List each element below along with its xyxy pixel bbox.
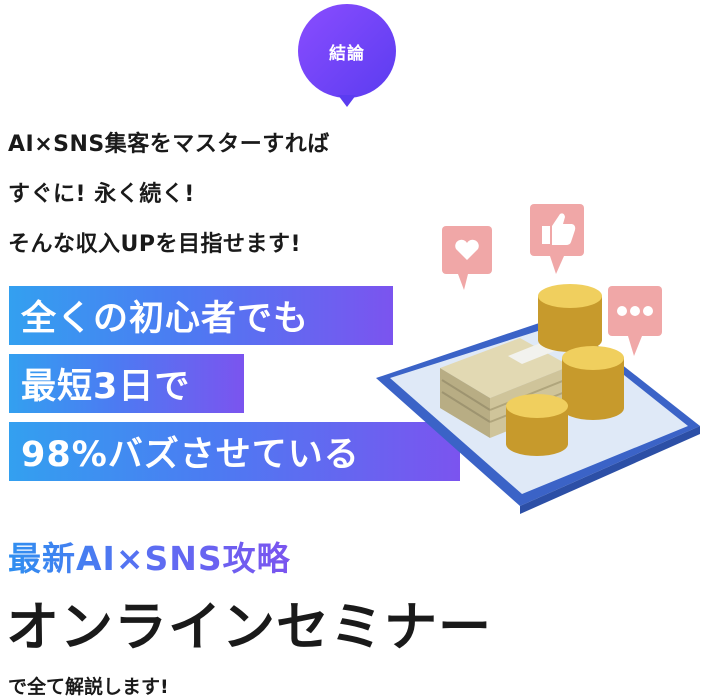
heart-icon [442,226,492,290]
badge-tail [338,95,356,107]
sns-income-illustration [376,204,700,514]
intro-line-3: そんな収入UPを目指せます! [8,232,302,257]
highlight-buzz-text: 98%バズさせている [21,435,360,475]
highlight-beginner: 全くの初心者でも [9,286,393,345]
coin-stack-icon [506,284,624,456]
highlight-buzz: 98%バズさせている [9,422,460,481]
seminar-subtitle: 最新AI×SNS攻略 [8,532,291,580]
badge-label: 結論 [329,43,365,64]
intro-line-1: AI×SNS集客をマスターすれば [8,132,330,157]
seminar-title: オンラインセミナー [6,597,492,658]
intro-line-2: すぐに! 永く続く! [8,182,195,207]
highlight-beginner-text: 全くの初心者でも [21,299,310,339]
thumbs-up-icon [530,204,584,274]
highlight-shortest-text: 最短3日で [21,367,191,407]
chat-bubble-icon [608,286,662,356]
conclusion-badge: 結論 [298,4,396,98]
seminar-tail: で全て解説します! [8,676,169,698]
highlight-shortest: 最短3日で [9,354,244,413]
